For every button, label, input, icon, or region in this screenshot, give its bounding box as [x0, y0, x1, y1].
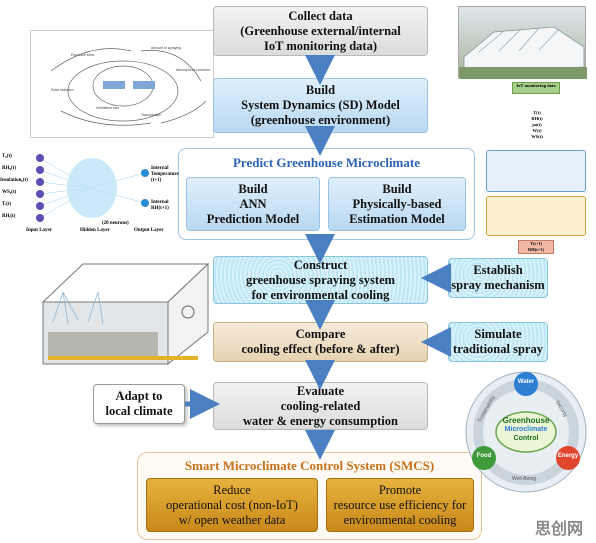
flow-arrows [0, 0, 596, 543]
